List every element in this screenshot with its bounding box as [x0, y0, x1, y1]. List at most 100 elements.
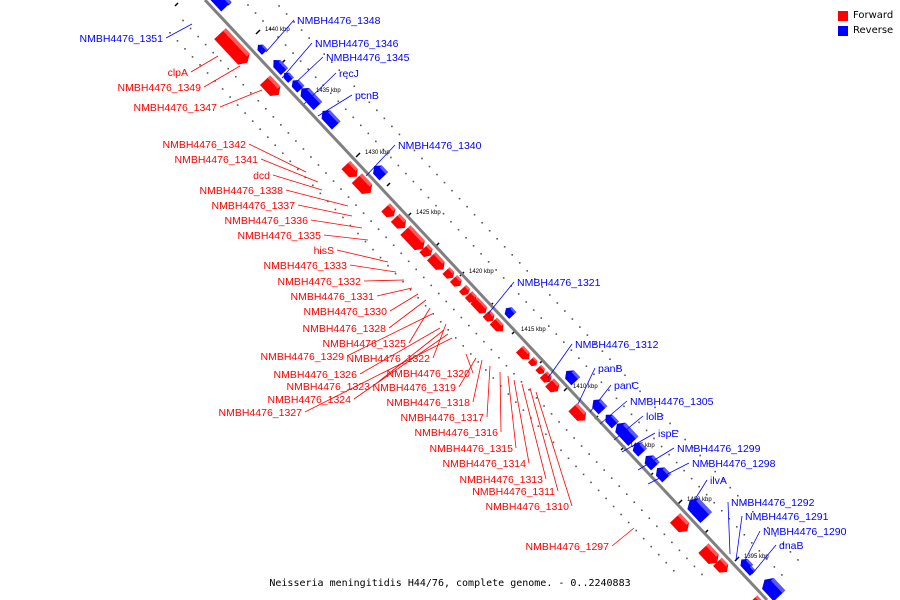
leader-line [691, 479, 708, 505]
grid-dot [665, 561, 668, 564]
grid-dot [406, 141, 408, 144]
gene-body [300, 87, 323, 111]
gene-body [341, 160, 358, 178]
leader-line [219, 89, 263, 108]
grid-dot [624, 374, 626, 377]
grid-dot [608, 389, 610, 392]
grid-dot [578, 357, 580, 359]
grid-dot [413, 149, 416, 152]
grid-dot [773, 566, 776, 568]
gene-highlight [475, 297, 483, 304]
grid-dot [199, 64, 201, 66]
leader-line [521, 383, 547, 480]
grid-dot [735, 525, 738, 528]
grid-dot [633, 501, 636, 504]
leader-line [285, 189, 349, 207]
grid-dot [285, 13, 288, 15]
grid-dot [349, 224, 352, 227]
grid-dot [229, 96, 231, 98]
grid-dot [272, 116, 275, 118]
grid-dot [314, 76, 317, 78]
tick-label: 1440 kbp [265, 27, 290, 33]
grid-dot [319, 192, 322, 195]
gene-label: NMBH4476_1345 [326, 52, 410, 64]
grid-dot [661, 414, 664, 417]
grid-dot [334, 208, 337, 211]
legend: Forward Reverse [838, 8, 893, 38]
gene-highlight [719, 557, 729, 567]
grid-dot [212, 51, 214, 54]
reverse-gene [273, 60, 289, 76]
grid-dot [451, 189, 453, 192]
reverse-swatch [838, 25, 848, 36]
tick-label: 1430 kbp [365, 150, 390, 156]
grid-dot [528, 389, 530, 391]
grid-dot [400, 252, 402, 255]
gene-label: lolB [646, 411, 664, 423]
grid-dot [257, 99, 260, 102]
grid-dot [372, 248, 374, 251]
legend-forward: Forward [838, 8, 893, 23]
gene-highlight [610, 414, 620, 424]
grid-dot [302, 148, 305, 150]
grid-dot [182, 19, 184, 22]
grid-dot [392, 244, 395, 247]
gene-body [442, 267, 455, 279]
tick-label: 1435 kbp [316, 88, 341, 94]
forward-gene [214, 28, 250, 65]
leader-line [297, 204, 353, 217]
grid-dot [713, 501, 716, 504]
gene-body [687, 498, 713, 524]
grid-dot [457, 228, 460, 231]
grid-dot [475, 332, 478, 335]
gene-body [655, 467, 672, 483]
gene-highlight [598, 399, 608, 409]
grid-dot [430, 284, 433, 287]
grid-dot [517, 293, 520, 295]
grid-dot [367, 132, 370, 135]
gene-highlight [222, 28, 250, 57]
grid-dot [560, 449, 562, 452]
gene-body [205, 0, 232, 12]
genome-backbone [203, 0, 769, 600]
grid-dot [550, 413, 553, 415]
grid-dot [442, 212, 445, 215]
leader-line [408, 307, 431, 344]
gene-label: NMBH4476_1319 [373, 382, 457, 394]
leader-line [735, 515, 743, 561]
leader-line [577, 367, 596, 405]
grid-dot [615, 397, 618, 400]
leader-line [376, 287, 413, 297]
gene-labels: clpANMBH4476_1349NMBH4476_1347NMBH4476_1… [80, 15, 847, 553]
gene-highlight [387, 203, 396, 212]
forward-gene [539, 371, 552, 383]
grid-dot [236, 104, 239, 106]
grid-dot [472, 244, 475, 247]
grid-dot [342, 216, 344, 219]
grid-dot [603, 469, 606, 471]
grid-dot [714, 470, 717, 473]
grid-dot [729, 486, 732, 489]
grid-dot [720, 509, 723, 512]
grid-dot [612, 505, 615, 508]
reverse-gene [205, 0, 232, 12]
gene-body [475, 302, 488, 314]
leader-line [310, 219, 363, 229]
grid-dot [312, 184, 314, 187]
grid-dot [721, 478, 724, 481]
grid-dot [206, 72, 209, 74]
leader-line [486, 365, 491, 418]
gene-label: NMBH4476_1330 [304, 306, 388, 318]
leader-line [353, 333, 449, 400]
grid-dot [221, 88, 224, 90]
leader-line [272, 174, 323, 191]
gene-body [419, 244, 433, 258]
grid-dot [454, 337, 457, 339]
grid-dot [648, 517, 651, 520]
gene-body [373, 165, 389, 181]
grid-dot [520, 380, 523, 383]
leader-line [281, 42, 313, 79]
leader-line [372, 329, 445, 387]
grid-dot [645, 429, 648, 432]
grid-dot [751, 542, 753, 544]
